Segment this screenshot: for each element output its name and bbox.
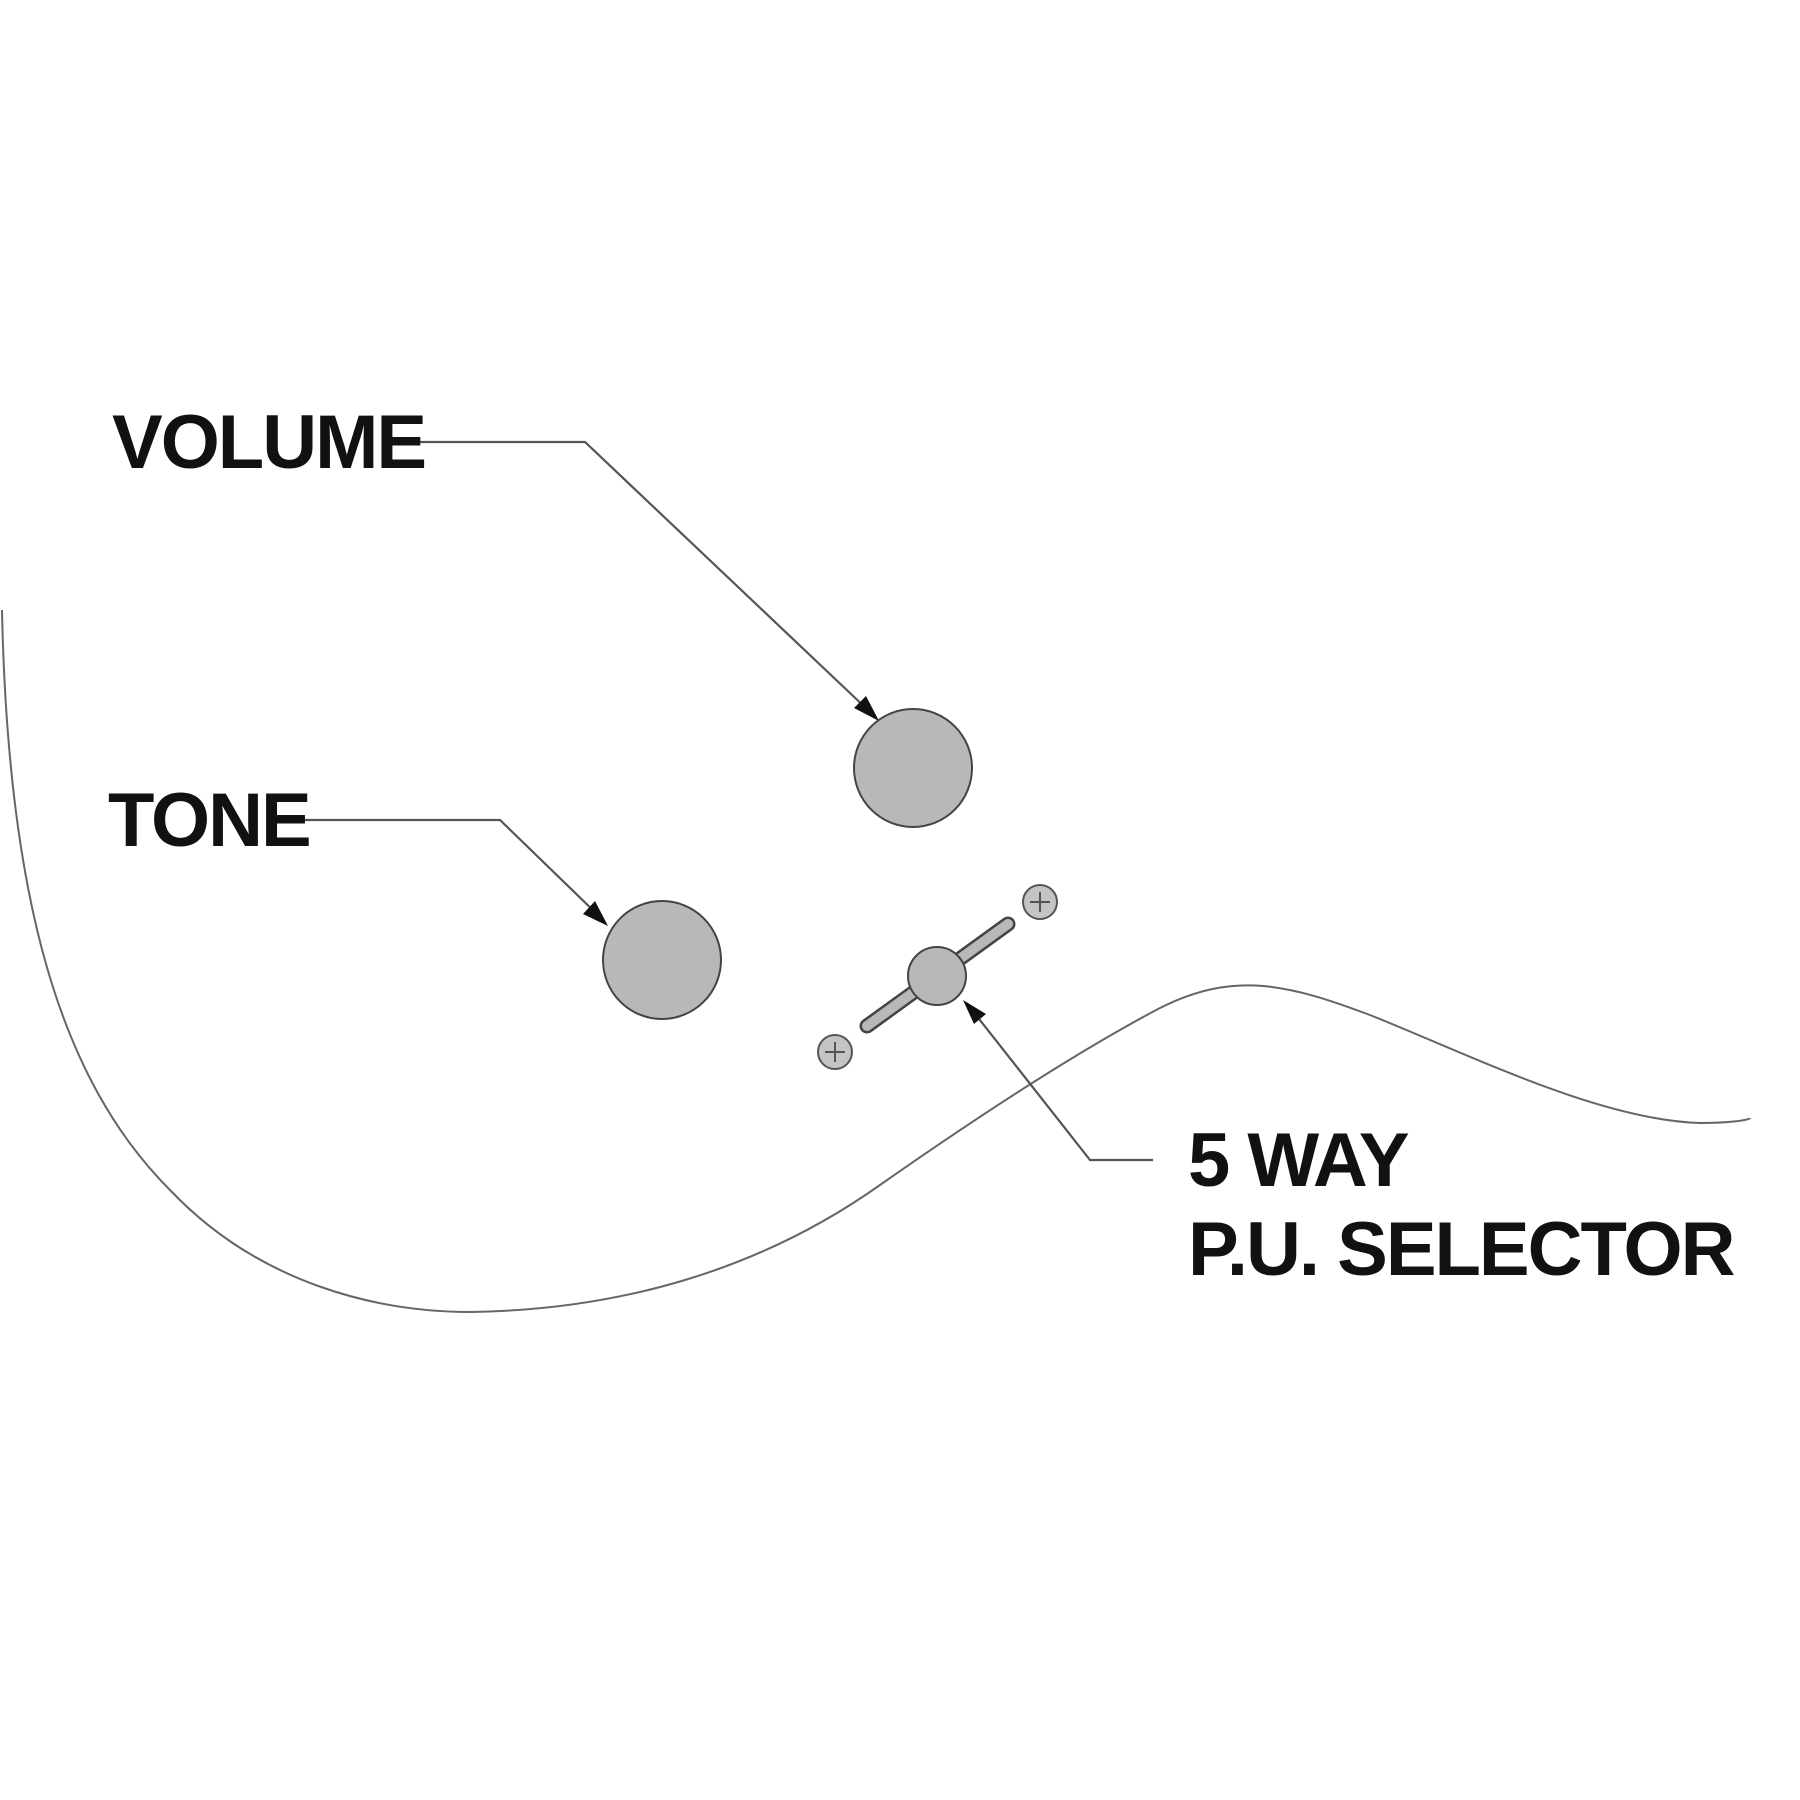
volume-knob[interactable] — [853, 708, 973, 828]
tone-label: TONE — [108, 778, 310, 863]
volume-arrowhead — [854, 696, 879, 721]
guitar-body-outline — [1, 609, 1751, 1314]
phillips-screw-icon — [817, 1034, 853, 1070]
selector-label-line1: 5 WAY — [1188, 1118, 1409, 1203]
selector-arrowhead — [963, 1000, 986, 1024]
selector-leader — [963, 1000, 1153, 1162]
tone-leader — [287, 818, 608, 926]
volume-leader — [402, 440, 879, 721]
tone-arrowhead — [583, 901, 608, 926]
selector-switch-tip[interactable] — [907, 946, 967, 1006]
phillips-screw-icon — [1022, 884, 1058, 920]
selector-label-line2: P.U. SELECTOR — [1188, 1207, 1735, 1292]
tone-knob[interactable] — [602, 900, 722, 1020]
volume-label: VOLUME — [112, 400, 425, 485]
